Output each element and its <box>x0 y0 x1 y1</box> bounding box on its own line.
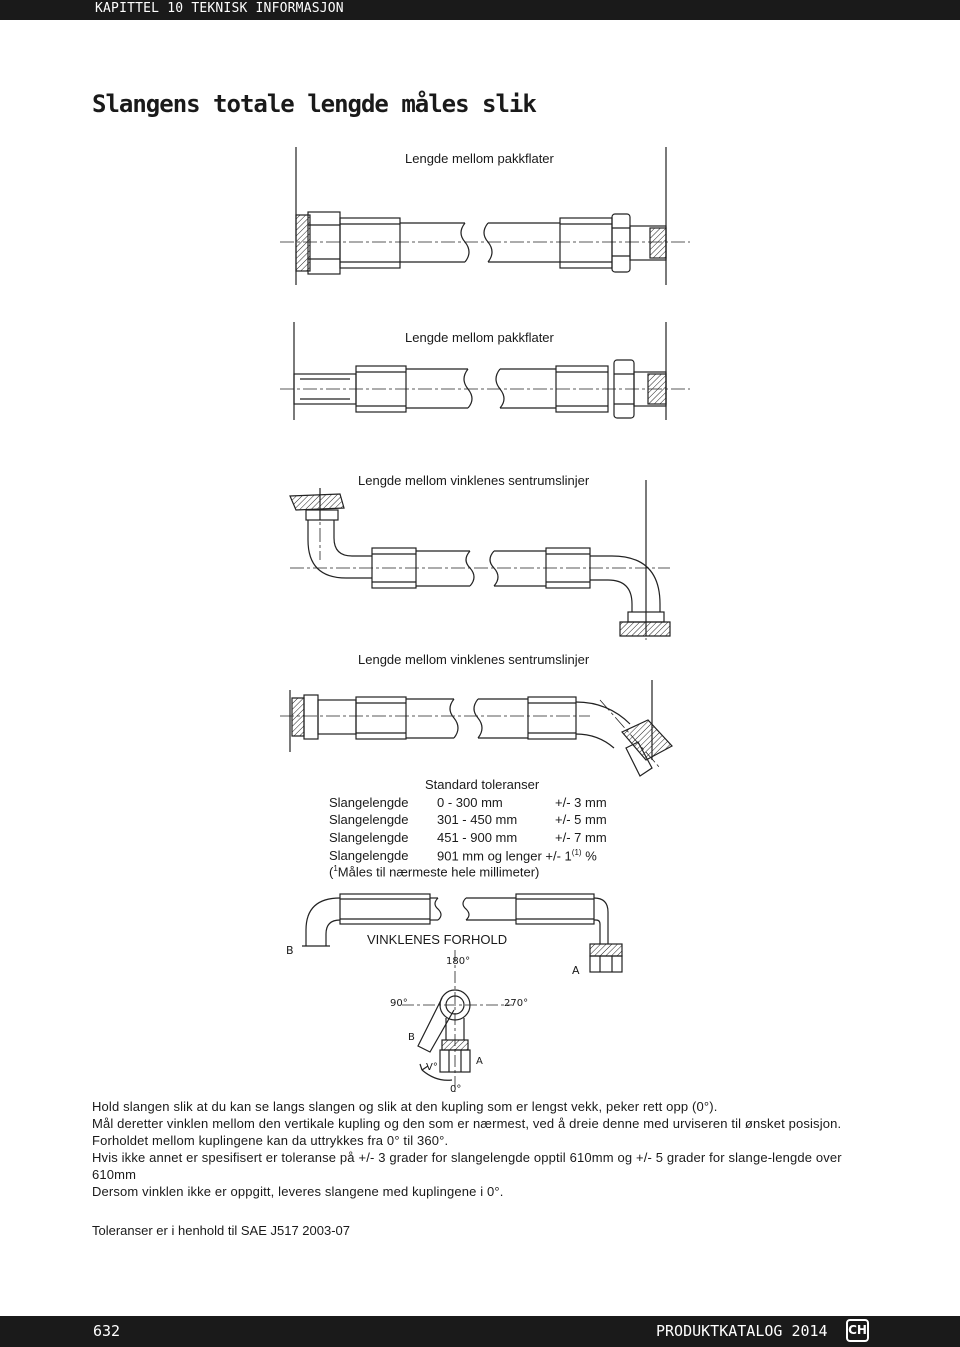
footnote-text: Måles til nærmeste hele millimeter) <box>337 864 540 880</box>
tolerance-label: Slangelengde <box>329 830 409 845</box>
chapter-header: KAPITTEL 10 TEKNISK INFORMASJON <box>0 0 960 20</box>
angle-relation-diagram <box>302 893 623 1092</box>
page-title: Slangens totale lengde måles slik <box>92 90 537 118</box>
tolerance-row: Slangelengde 901 mm og lenger +/- 1(1) % <box>329 848 649 865</box>
fig4-caption: Lengde mellom vinklenes sentrumslinjer <box>358 652 590 667</box>
chapter-title: KAPITTEL 10 TEKNISK INFORMASJON <box>95 1 344 16</box>
page-footer: 632 PRODUKTKATALOG 2014 CH <box>0 1316 960 1347</box>
tolerance-label: Slangelengde <box>329 795 409 810</box>
paragraph: Hold slangen slik at du kan se langs sla… <box>92 1099 718 1114</box>
tolerance-value: +/- 7 mm <box>555 830 607 845</box>
tolerance-label: Slangelengde <box>329 848 409 863</box>
label-a-rotation: A <box>476 1056 483 1067</box>
tolerance-unit: % <box>585 848 597 864</box>
body-text: Hold slangen slik at du kan se langs sla… <box>92 1098 872 1200</box>
tolerance-row: Slangelengde 301 - 450 mm +/- 5 mm <box>329 812 649 829</box>
footnote-number: 1 <box>333 864 338 873</box>
catalog-title: PRODUKTKATALOG 2014 <box>656 1322 828 1340</box>
hose-figure-1 <box>280 147 690 285</box>
tolerance-range: 301 - 450 mm <box>437 812 518 827</box>
hose-diagrams <box>280 147 690 1092</box>
label-a: A <box>572 964 580 977</box>
fig1-caption: Lengde mellom pakkflater <box>405 151 554 166</box>
tolerance-row: Slangelengde 0 - 300 mm +/- 3 mm <box>329 795 649 812</box>
footnote-marker: (1) <box>571 848 582 857</box>
tolerance-row: Slangelengde 451 - 900 mm +/- 7 mm <box>329 830 649 847</box>
company-logo: CH <box>846 1319 869 1342</box>
label-90-deg: 90° <box>390 998 408 1009</box>
label-v-deg: V° <box>426 1062 438 1073</box>
standard-reference: Toleranser er i henhold til SAE J517 200… <box>92 1223 350 1238</box>
tolerance-label: Slangelengde <box>329 812 409 827</box>
paragraph: Mål deretter vinklen mellom den vertikal… <box>92 1116 842 1148</box>
page-number: 632 <box>93 1322 121 1340</box>
tolerance-range: 0 - 300 mm <box>437 795 503 810</box>
fig2-caption: Lengde mellom pakkflater <box>405 330 554 345</box>
angle-diagram-title: VINKLENES FORHOLD <box>367 932 508 947</box>
label-270-deg: 270° <box>504 998 529 1009</box>
tolerance-range-open: 901 mm og lenger +/- 1(1) % <box>437 848 597 863</box>
label-180-deg: 180° <box>446 956 471 967</box>
tolerance-value: +/- 5 mm <box>555 812 607 827</box>
label-b: B <box>286 944 294 957</box>
paragraph: Dersom vinklen ikke er oppgitt, leveres … <box>92 1184 504 1199</box>
tolerance-value: +/- 3 mm <box>555 795 607 810</box>
hose-figure-3 <box>289 480 671 640</box>
tolerance-title: Standard toleranser <box>425 777 540 792</box>
hose-figure-2 <box>280 322 690 420</box>
fig3-caption: Lengde mellom vinklenes sentrumslinjer <box>358 473 590 488</box>
footnote: (1Måles til nærmeste hele millimeter) <box>329 864 540 880</box>
paragraph: Hvis ikke annet er spesifisert er tolera… <box>92 1150 842 1182</box>
label-0-deg: 0° <box>450 1084 462 1095</box>
label-b-rotation: B <box>408 1032 415 1043</box>
tolerance-range: 451 - 900 mm <box>437 830 518 845</box>
hose-figure-4 <box>280 680 673 777</box>
tolerance-open-text: 901 mm og lenger +/- 1 <box>437 848 572 864</box>
